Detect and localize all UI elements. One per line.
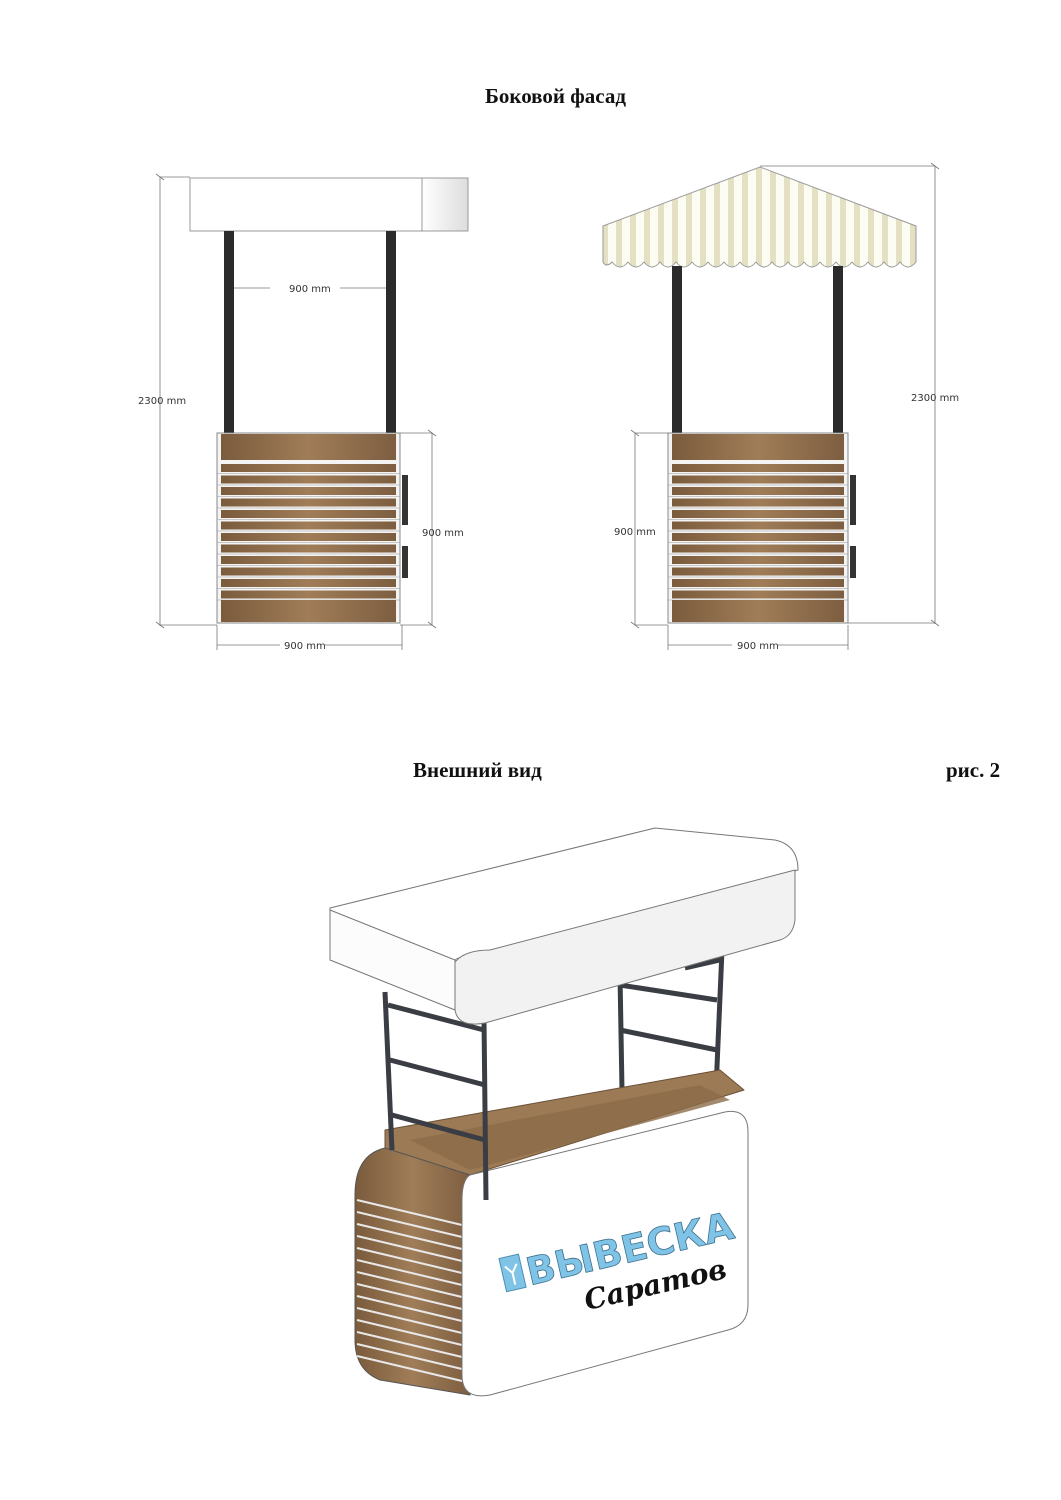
perspective-view: ВЫВЕСКА Саратов: [329, 827, 799, 1397]
right-elevation: 2300 mm 900 mm 900 mm: [602, 162, 959, 652]
side-slat-gap: [356, 1271, 463, 1298]
brand-logo-mark-icon: [504, 1263, 518, 1285]
counter-base-board: [221, 600, 396, 622]
counter-slat: [221, 567, 396, 576]
counter-slat: [672, 487, 844, 495]
side-slat-gap: [356, 1355, 463, 1382]
counter-slat: [221, 590, 396, 599]
counter-slat: [221, 510, 396, 518]
dim-counter-width-label: 900 mm: [737, 641, 779, 652]
counter-slat: [221, 475, 396, 484]
counter-slat: [672, 498, 844, 507]
side-slat-gap: [356, 1319, 463, 1346]
counter-slat: [221, 544, 396, 553]
counter-top-inset: [410, 1085, 730, 1170]
slatted-counter: [667, 432, 849, 624]
counter-slat: [672, 544, 844, 553]
canopy-front: [454, 869, 796, 1025]
section-title-appearance: Внешний вид: [413, 758, 542, 782]
dim-counter-height-label: 900 mm: [614, 527, 656, 538]
front-sign-panel: [461, 1110, 749, 1397]
counter-slat: [221, 498, 396, 507]
side-slat-gap: [356, 1223, 463, 1250]
dim-height-label: 2300 mm: [911, 393, 959, 404]
counter-slat: [672, 521, 844, 530]
rear-frame: [617, 949, 725, 1091]
left-elevation: 2300 mm 900 mm 900 mm 900 mm: [138, 173, 469, 652]
side-slat-gap: [356, 1211, 463, 1238]
side-bracket: [402, 546, 408, 578]
section-title-side-facade: Боковой фасад: [485, 84, 626, 108]
post-left: [672, 266, 682, 433]
dim-post-spacing-label: 900 mm: [289, 284, 331, 295]
side-bracket: [850, 475, 856, 525]
counter-slat: [221, 487, 396, 495]
side-slat-gap: [356, 1199, 463, 1226]
figure-label: рис. 2: [946, 758, 1001, 782]
counter-top-board: [221, 434, 396, 460]
counter-slat: [672, 533, 844, 541]
canopy-side: [329, 909, 456, 1011]
side-bracket: [850, 546, 856, 578]
dim-counter-width-label: 900 mm: [284, 641, 326, 652]
front-frame: [382, 991, 489, 1201]
post-right: [386, 231, 396, 433]
side-slat-gap: [356, 1283, 463, 1310]
counter-slat: [221, 579, 396, 587]
counter-side-slatted: [354, 1147, 471, 1396]
counter-slat: [672, 475, 844, 484]
dimension-lines: [155, 173, 437, 650]
slatted-counter: [216, 432, 401, 624]
counter-slat: [221, 521, 396, 530]
side-bracket: [402, 475, 408, 525]
side-slat-gap: [356, 1307, 463, 1334]
dim-height-label: 2300 mm: [138, 396, 186, 407]
counter-slat: [672, 567, 844, 576]
side-slat-gap: [356, 1331, 463, 1358]
counter-slat: [672, 510, 844, 518]
counter-base-board: [672, 600, 844, 622]
side-slat-gap: [356, 1247, 463, 1274]
side-slat-gap: [356, 1235, 463, 1262]
side-slat-gap: [356, 1259, 463, 1286]
counter-slat: [672, 556, 844, 564]
dimension-lines: [630, 162, 940, 650]
counter-slat: [221, 533, 396, 541]
counter-slat: [672, 579, 844, 587]
side-slat-gap: [356, 1295, 463, 1322]
canopy-side: [421, 177, 469, 232]
striped-awning: [602, 166, 917, 268]
post-right: [833, 266, 843, 433]
counter-slat: [221, 464, 396, 472]
counter-slat: [672, 590, 844, 599]
dim-counter-height-label: 900 mm: [422, 528, 464, 539]
counter-top-board: [672, 434, 844, 460]
side-slats: [356, 1199, 463, 1382]
counter-slat: [221, 556, 396, 564]
side-slat-gap: [356, 1343, 463, 1370]
counter-slat: [672, 464, 844, 472]
post-left: [224, 231, 234, 433]
